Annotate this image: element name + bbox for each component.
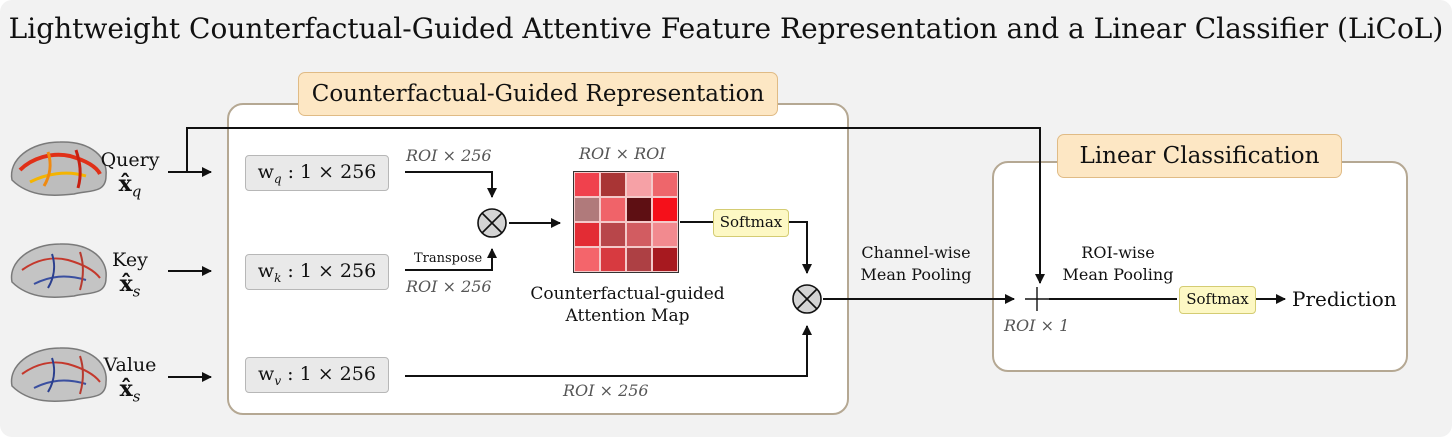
attention-cell [574,172,600,197]
attention-cell [626,247,652,272]
attention-cell [626,197,652,222]
wk-to-multiply [405,248,497,271]
brain-value-icon [10,347,107,403]
skip-connection [170,127,1045,284]
attention-cell [600,222,626,247]
key-input-label: Key x̂s [95,248,165,303]
diagram-title: Lightweight Counterfactual-Guided Attent… [8,12,1444,45]
transpose-label: Transpose [414,251,483,266]
softmax-attention-box: Softmax [713,209,789,237]
wq-to-multiply [405,171,497,198]
weight-query-box: wq : 1 × 256 [245,155,389,191]
value-input-label: Value x̂s [95,353,165,408]
attention-cell [600,197,626,222]
pooled-dim-label: ROI × 1 [1004,316,1070,335]
attention-cell [574,222,600,247]
brain-key-icon [10,243,107,299]
value-name: Value [103,354,157,376]
weight-value-box: wv : 1 × 256 [245,357,389,393]
attention-map [573,171,679,273]
roi-pooling-line2: Mean Pooling [1062,265,1174,284]
value-vector: x̂s [119,376,141,406]
channel-pooling-line2: Mean Pooling [860,265,972,284]
attention-cell [574,247,600,272]
attention-cell [600,247,626,272]
key-name: Key [112,249,148,271]
attention-cell [652,222,678,247]
roi-pooling-line1: ROI-wise [1081,243,1155,262]
channel-pooling-label: Channel-wise Mean Pooling [852,242,980,286]
weight-key-box: wk : 1 × 256 [245,254,389,290]
wv-to-multiply [405,325,812,377]
attention-map-caption-line1: Counterfactual-guided [530,284,725,304]
attention-cell [626,172,652,197]
sum-icon [1025,287,1049,311]
attention-dim-label: ROI × ROI [579,144,666,163]
key-vector: x̂s [119,271,141,301]
attention-cell [626,222,652,247]
classification-tag: Linear Classification [1057,134,1342,178]
roi-pooling-label: ROI-wise Mean Pooling [1054,242,1182,286]
attention-cell [652,172,678,197]
key-dim-label: ROI × 256 [406,277,492,296]
query-vector: x̂q [118,171,142,201]
attention-cell [652,197,678,222]
query-name: Query [100,149,160,171]
query-input-label: Query x̂q [95,148,165,203]
multiply-icon [792,284,822,314]
attention-map-caption: Counterfactual-guided Attention Map [520,283,735,327]
brain-query-icon [10,141,107,197]
multiply-icon [477,208,507,238]
attention-cell [574,197,600,222]
softmax-output-box: Softmax [1179,286,1256,314]
prediction-label: Prediction [1292,287,1397,311]
attention-cell [600,172,626,197]
attention-map-caption-line2: Attention Map [565,306,690,326]
attention-cell [652,247,678,272]
representation-tag: Counterfactual-Guided Representation [298,72,778,116]
value-dim-label: ROI × 256 [563,381,649,400]
softmax-to-multiply [789,221,812,274]
query-dim-label: ROI × 256 [406,146,492,165]
channel-pooling-line1: Channel-wise [861,243,971,262]
